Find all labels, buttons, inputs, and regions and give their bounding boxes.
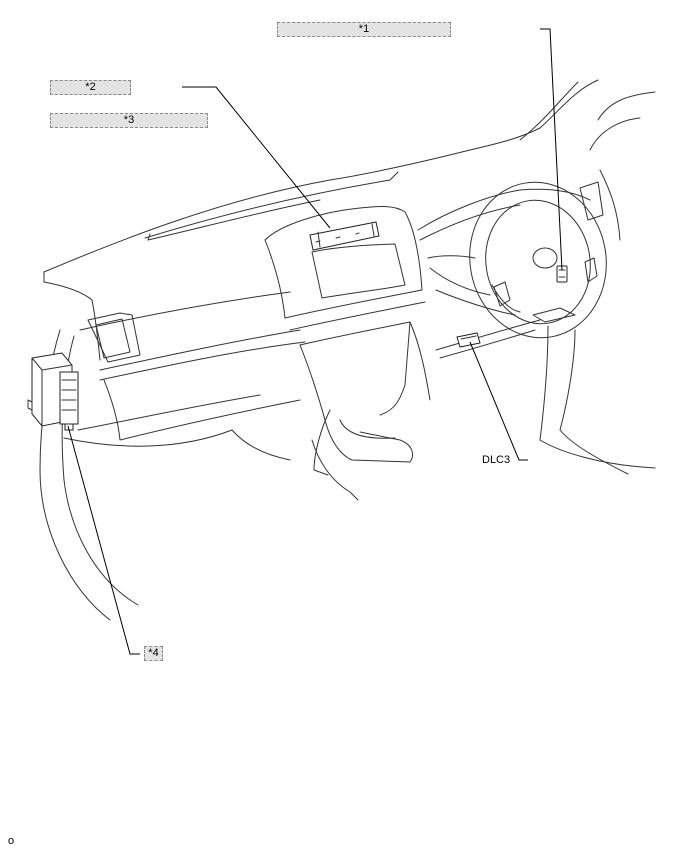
leader-line-dlc3: [469, 341, 528, 461]
dashboard-illustration: [39, 79, 656, 621]
ecu-module-part: [27, 352, 79, 431]
leader-line-4: [67, 425, 140, 655]
leader-line-1: [540, 28, 563, 271]
callout-1-label: *1: [358, 23, 370, 35]
callout-4-label: *4: [148, 647, 159, 659]
callout-3: *3: [50, 113, 208, 128]
callout-1: *1: [277, 22, 451, 37]
callout-3-label: *3: [123, 114, 135, 126]
corner-mark: o: [8, 835, 15, 847]
dlc3-label: DLC3: [482, 454, 511, 466]
leader-lines: [67, 28, 563, 655]
callout-4: *4: [144, 646, 163, 661]
center-panel-part: [309, 221, 380, 251]
leader-line-2: [182, 86, 331, 229]
callout-2-label: *2: [85, 81, 96, 93]
callout-2: *2: [50, 80, 131, 95]
dlc3-connector-part: [456, 332, 481, 348]
